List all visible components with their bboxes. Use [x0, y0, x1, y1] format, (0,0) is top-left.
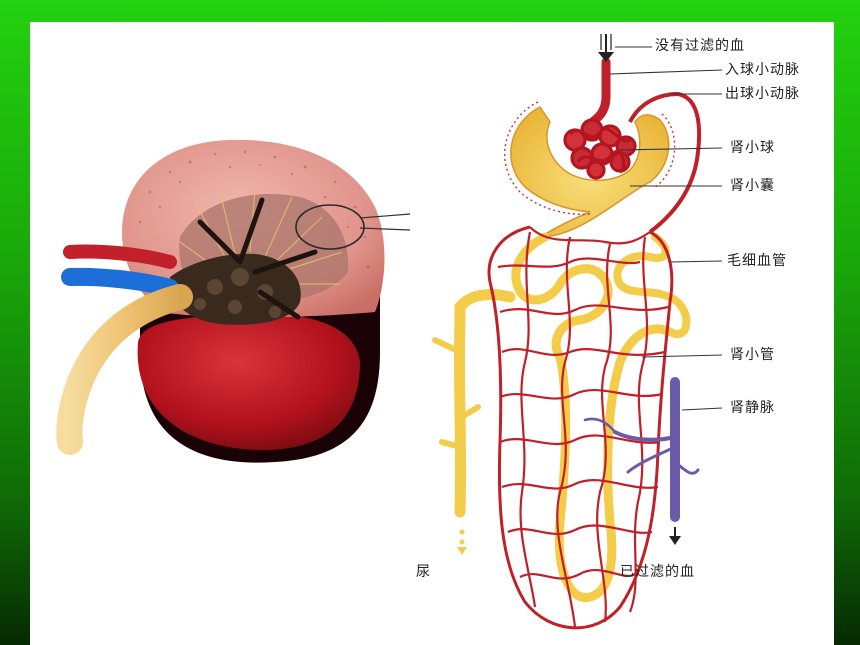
highlight-pointer-1 — [359, 213, 411, 219]
label-unfiltered-blood: 没有过滤的血 — [655, 38, 745, 54]
label-leader-lines — [609, 46, 723, 411]
label-renal-tubule: 肾小管 — [730, 347, 775, 363]
cortex-speckles — [136, 150, 370, 279]
capillary-mesh — [497, 226, 669, 628]
peritubular-capillary-outline — [487, 225, 674, 630]
kidney-lower-lobe — [137, 313, 360, 451]
diagram-panel: 没有过滤的血 入球小动脉 出球小动脉 肾小球 肾小囊 毛细血管 肾小管 肾静脉 … — [30, 22, 834, 645]
collecting-duct — [453, 289, 516, 518]
ureter — [56, 284, 193, 455]
label-glomerulus: 肾小球 — [730, 140, 775, 156]
highlight-pointer-2 — [359, 227, 411, 231]
loop-of-henle — [554, 324, 675, 602]
incoming-blood-arrow — [598, 34, 614, 62]
nephron-illustration — [56, 34, 723, 630]
collecting-duct-branch-3 — [439, 439, 463, 450]
afferent-arteriole — [585, 57, 611, 129]
nephron-diagram — [432, 34, 723, 630]
renal-artery — [63, 244, 177, 269]
label-afferent-arteriole: 入球小动脉 — [725, 62, 800, 78]
collecting-duct-branch-2 — [459, 404, 481, 420]
glomerulus — [563, 118, 637, 180]
urine-arrow — [457, 547, 467, 555]
label-urine: 尿 — [416, 564, 431, 580]
distal-tubule — [613, 233, 691, 338]
label-bowmans-capsule: 肾小囊 — [730, 178, 775, 194]
bowmans-capsule — [510, 106, 670, 238]
label-filtered-blood: 已过滤的血 — [620, 564, 695, 580]
urine-drip — [459, 529, 465, 545]
label-renal-vein: 肾静脉 — [730, 400, 775, 416]
efferent-arteriole — [628, 91, 702, 234]
renal-vein-kidney — [61, 267, 179, 297]
filtered-blood-arrow — [669, 527, 681, 545]
label-efferent-arteriole: 出球小动脉 — [725, 86, 800, 102]
capsule-outer-wall — [504, 101, 591, 216]
detail-highlight-circle — [295, 204, 365, 250]
renal-calyx — [197, 197, 318, 320]
kidney-cross-section — [56, 139, 411, 463]
label-capillaries: 毛细血管 — [727, 253, 787, 269]
collecting-duct-branch — [432, 337, 463, 355]
proximal-tubule — [511, 232, 613, 362]
renal-vein-branches — [583, 377, 700, 522]
